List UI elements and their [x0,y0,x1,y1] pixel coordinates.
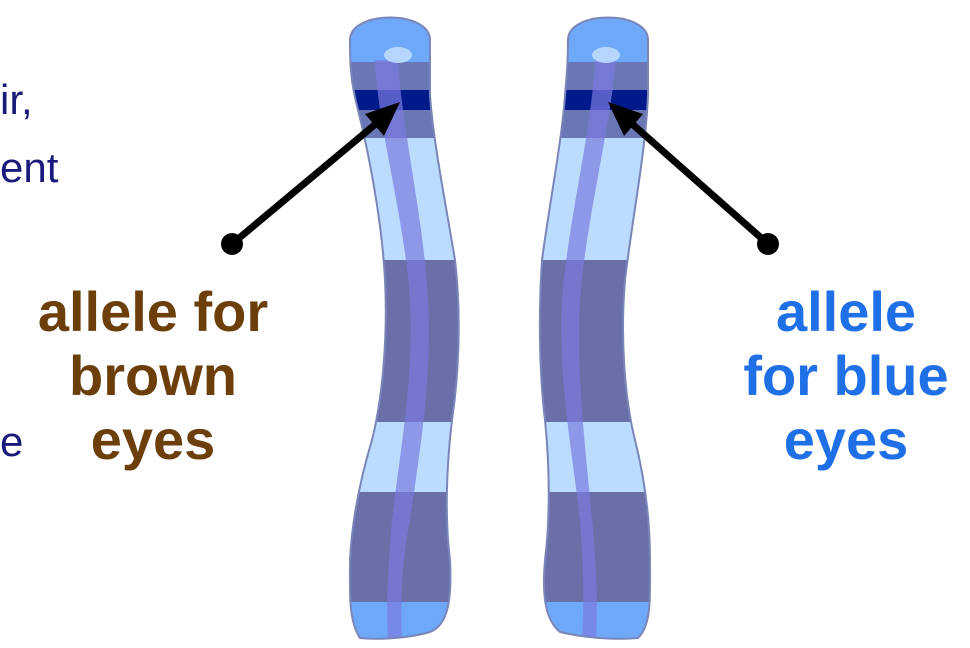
brown-label-line-2: brown [8,344,298,408]
blue-eyes-allele-label: allele for blue eyes [716,280,970,472]
blue-label-line-3: eyes [716,408,970,472]
brown-label-line-3: eyes [8,408,298,472]
blue-label-line-2: for blue [716,344,970,408]
left-chromosome [330,0,470,648]
brown-label-line-1: allele for [8,280,298,344]
blue-label-line-1: allele [716,280,970,344]
brown-eyes-allele-label: allele for brown eyes [8,280,298,472]
right-chromosome [530,0,670,648]
